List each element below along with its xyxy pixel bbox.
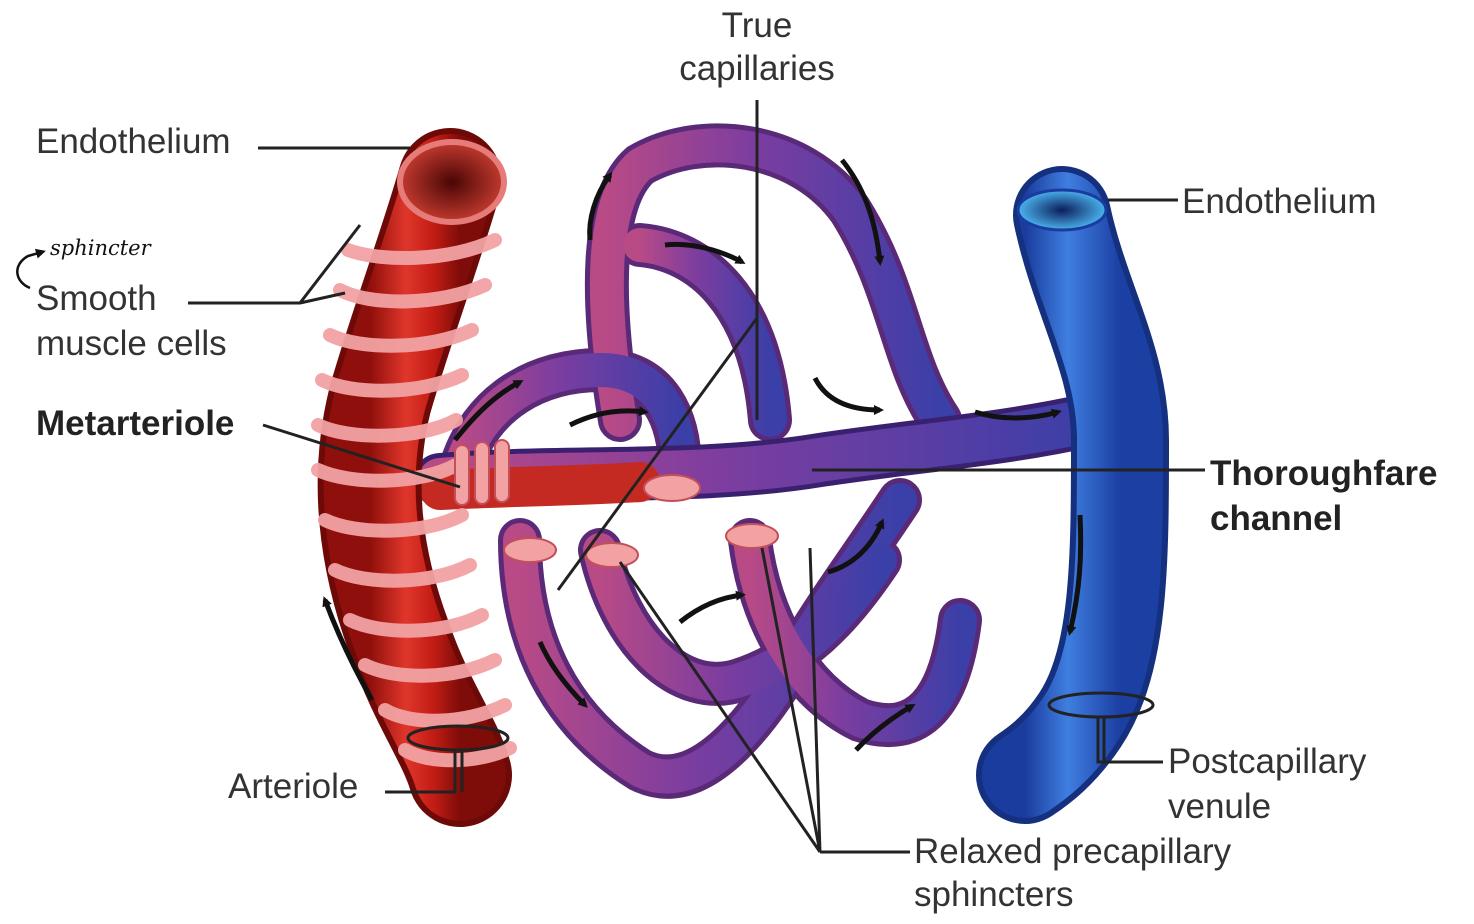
postcapillary-venule-vessel [1018,190,1120,775]
flow-arrow [680,595,742,622]
label-true-capillaries: True capillaries [664,2,850,93]
label-smooth-muscle: Smooth muscle cells [36,275,227,368]
label-true-capillaries-line2: capillaries [664,45,850,92]
label-relaxed-line2: sphincters [914,871,1231,918]
label-postcapillary-line2: venule [1168,783,1366,830]
label-smooth-muscle-line2: muscle cells [36,320,227,367]
label-true-capillaries-line1: True [664,2,850,49]
label-arteriole: Arteriole [228,763,358,810]
label-thoroughfare-line2: channel [1210,495,1437,542]
label-postcapillary-venule: Postcapillary venule [1168,738,1366,831]
label-smooth-muscle-line1: Smooth [36,275,227,322]
label-endothelium-left: Endothelium [36,118,231,165]
label-thoroughfare-channel: Thoroughfare channel [1210,450,1437,543]
label-endothelium-right: Endothelium [1182,178,1377,225]
handwritten-note: sphincter [50,236,151,260]
label-relaxed-sphincters: Relaxed precapillary sphincters [914,828,1231,919]
label-thoroughfare-line1: Thoroughfare [1210,450,1437,497]
flow-arrow [815,378,880,410]
label-postcapillary-line1: Postcapillary [1168,738,1366,785]
label-metarteriole: Metarteriole [36,400,234,447]
label-relaxed-line1: Relaxed precapillary [914,828,1231,875]
